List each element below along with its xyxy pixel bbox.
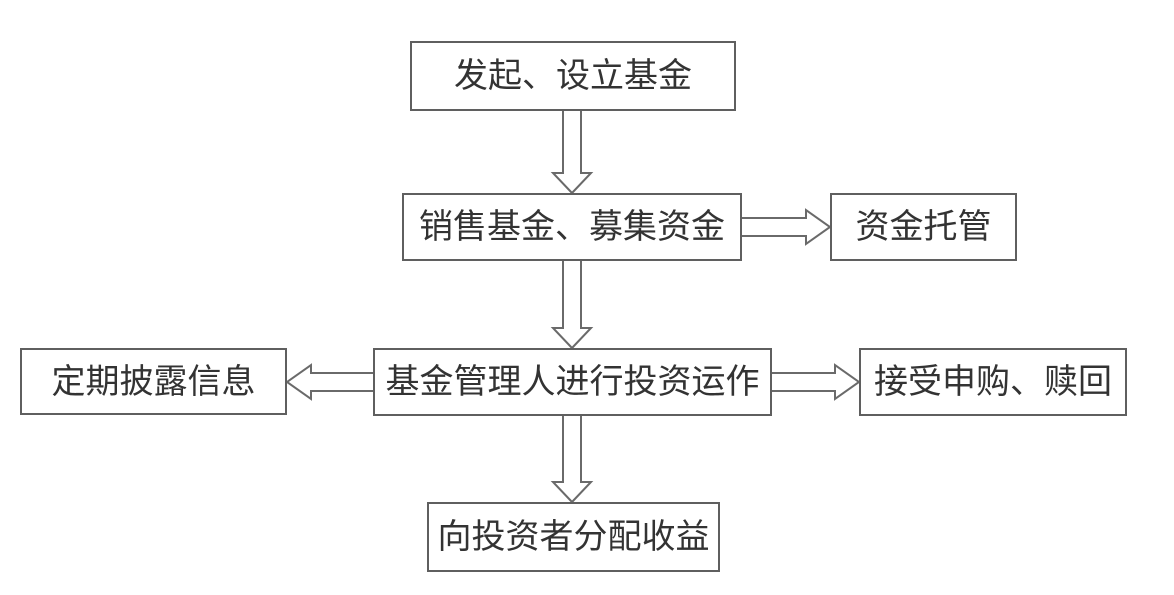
node-initiate-fund-label: 发起、设立基金 — [454, 56, 692, 96]
node-sell-raise-fund-label: 销售基金、募集资金 — [419, 207, 725, 247]
node-subscribe-redeem: 接受申购、赎回 — [859, 348, 1127, 416]
arrow-manage-to-disclose-left — [285, 363, 373, 401]
arrow-initiate-to-sell-down — [550, 111, 594, 195]
node-manager-investment-label: 基金管理人进行投资运作 — [385, 362, 760, 402]
arrow-sell-to-custody-right — [742, 208, 832, 246]
arrow-manage-to-distribute-down — [550, 416, 594, 504]
node-manager-investment: 基金管理人进行投资运作 — [373, 348, 772, 416]
node-fund-custody: 资金托管 — [830, 193, 1017, 261]
node-fund-custody-label: 资金托管 — [855, 207, 992, 247]
node-disclose-info: 定期披露信息 — [20, 348, 287, 415]
arrow-sell-to-manage-down — [550, 261, 594, 350]
node-disclose-info-label: 定期披露信息 — [51, 361, 256, 402]
node-distribute-income-label: 向投资者分配收益 — [437, 517, 710, 557]
node-sell-raise-fund: 销售基金、募集资金 — [402, 193, 742, 261]
node-distribute-income: 向投资者分配收益 — [427, 502, 720, 572]
node-subscribe-redeem-label: 接受申购、赎回 — [874, 362, 1112, 402]
node-initiate-fund: 发起、设立基金 — [410, 41, 736, 111]
arrow-manage-to-subscribe-right — [772, 363, 861, 401]
